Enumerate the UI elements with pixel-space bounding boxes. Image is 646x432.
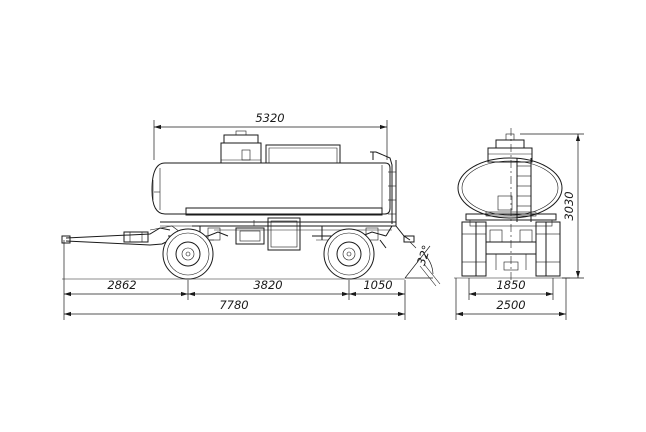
dim-overall-width: 2500 — [455, 278, 567, 320]
dim-front-overhang-label: 2862 — [107, 278, 136, 292]
dim-overall-length: 7780 — [64, 298, 405, 317]
dim-track: 1850 — [468, 278, 554, 300]
departure-angle-label: 32° — [414, 243, 434, 267]
dim-overall-height: 3030 — [520, 133, 584, 279]
tank-end — [457, 157, 563, 219]
drawbar — [61, 225, 181, 246]
handrail — [265, 144, 341, 163]
chassis-frame — [160, 207, 396, 240]
end-filler — [487, 133, 533, 163]
filler-hatch — [220, 130, 262, 164]
front-wheel — [162, 228, 214, 280]
dim-chain: 2862 3820 1050 — [63, 240, 406, 320]
end-wheels-right — [535, 221, 561, 277]
tool-box — [235, 217, 301, 251]
dim-overall-length-label: 7780 — [219, 298, 248, 312]
end-wheels-left — [461, 221, 487, 277]
dim-tank-length: 5320 — [153, 111, 388, 160]
tank-shell — [151, 162, 391, 215]
dim-track-label: 1850 — [496, 278, 525, 292]
rear-bumper — [395, 225, 417, 249]
end-ladder — [497, 158, 532, 222]
dim-rear-overhang-label: 1050 — [363, 278, 392, 292]
side-view: 32° 5320 2862 3820 1050 7780 — [61, 111, 441, 320]
rear-ladder — [370, 151, 397, 226]
dim-wheelbase-label: 3820 — [253, 278, 282, 292]
end-view: 3030 1850 2500 — [454, 128, 584, 320]
departure-angle: 32° — [404, 243, 441, 287]
dim-overall-width-label: 2500 — [496, 298, 525, 312]
dim-overall-height-label: 3030 — [562, 191, 576, 220]
rear-wheel — [323, 228, 375, 280]
dim-tank-length-label: 5320 — [255, 111, 284, 125]
